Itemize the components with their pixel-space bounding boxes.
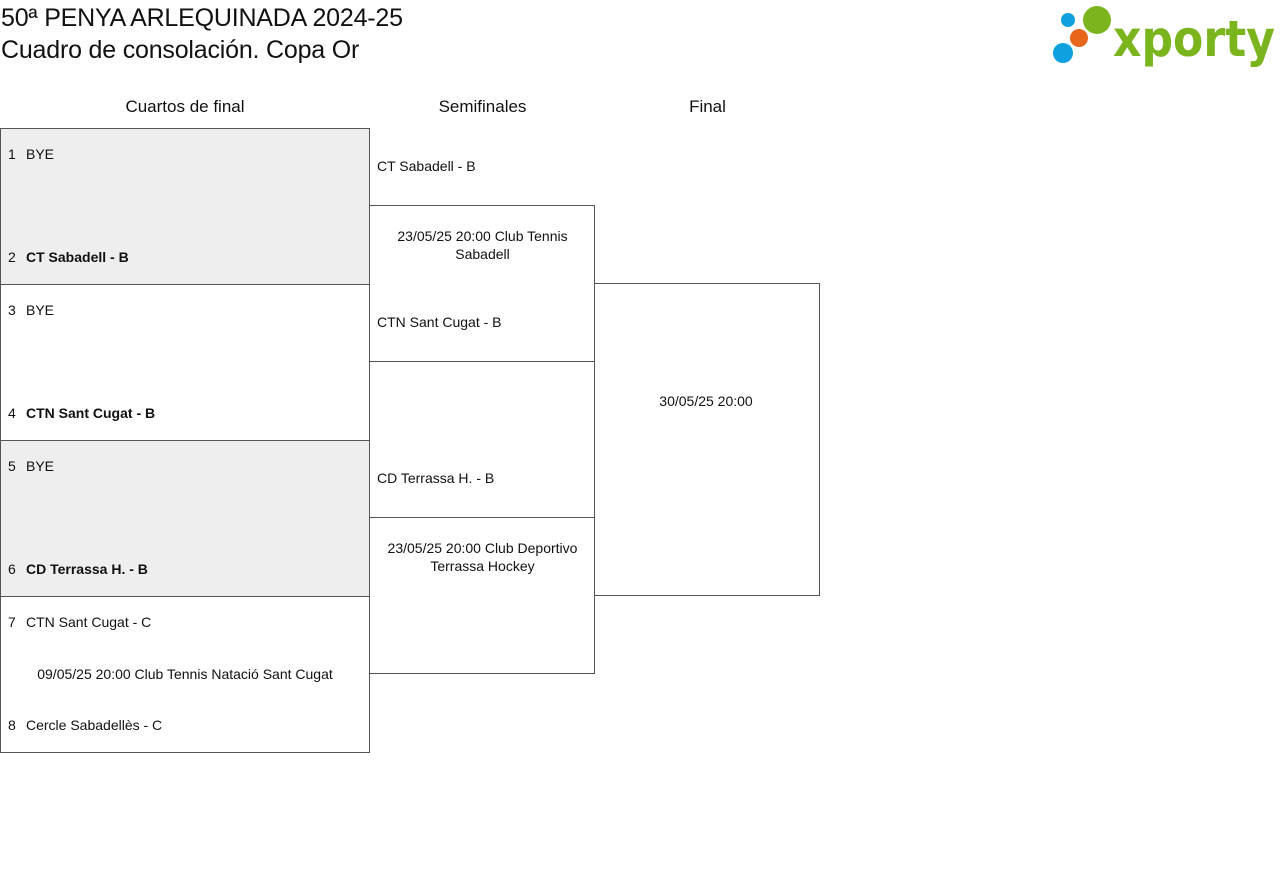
- logo-dot-green: [1083, 6, 1111, 34]
- logo-dot-orange: [1070, 29, 1088, 47]
- quarterfinal-match-3: [0, 440, 370, 597]
- seed-number: 6: [8, 561, 16, 577]
- round-header-final: Final: [689, 97, 726, 116]
- bracket-slot: 8 Cercle Sabadellès - C: [8, 716, 162, 734]
- semifinal-team: CT Sabadell - B: [377, 158, 476, 174]
- seed-number: 4: [8, 405, 16, 421]
- page-title: 50ª PENYA ARLEQUINADA 2024-25: [1, 4, 403, 32]
- seed-number: 7: [8, 614, 16, 630]
- team-name: Cercle Sabadellès - C: [26, 717, 163, 733]
- semifinal-team: CTN Sant Cugat - B: [377, 314, 502, 330]
- quarterfinal-match-1: [0, 128, 370, 285]
- team-name: CT Sabadell - B: [26, 249, 129, 265]
- team-name: CTN Sant Cugat - C: [26, 614, 152, 630]
- team-name: BYE: [26, 302, 55, 318]
- final-match: [594, 283, 820, 596]
- bracket-slot: 1 BYE: [8, 145, 54, 163]
- xporty-logo: xporty: [1050, 4, 1278, 68]
- logo-text: xporty: [1113, 10, 1275, 68]
- seed-number: 2: [8, 249, 16, 265]
- bracket-slot: 5 BYE: [8, 457, 54, 475]
- bracket-slot: 6 CD Terrassa H. - B: [8, 560, 148, 578]
- bracket-slot: 7 CTN Sant Cugat - C: [8, 613, 151, 631]
- bracket-slot: 4 CTN Sant Cugat - B: [8, 404, 155, 422]
- bracket-slot: 2 CT Sabadell - B: [8, 248, 129, 266]
- match-info: 23/05/25 20:00 Club Tennis Sabadell: [397, 228, 568, 262]
- team-name: BYE: [26, 458, 55, 474]
- round-header-semifinals: Semifinales: [438, 97, 527, 116]
- bracket-slot: 3 BYE: [8, 301, 54, 319]
- match-info: 23/05/25 20:00 Club Deportivo Terrassa H…: [387, 540, 578, 574]
- seed-number: 8: [8, 717, 16, 733]
- team-name: BYE: [26, 146, 55, 162]
- page-subtitle: Cuadro de consolación. Copa Or: [1, 36, 360, 64]
- team-name: CTN Sant Cugat - B: [26, 405, 156, 421]
- logo-dot-blue-large: [1053, 43, 1073, 63]
- team-name: CD Terrassa H. - B: [26, 561, 148, 577]
- match-info: 09/05/25 20:00 Club Tennis Natació Sant …: [37, 666, 333, 682]
- seed-number: 1: [8, 146, 16, 162]
- final-match-info: 30/05/25 20:00: [659, 393, 753, 409]
- semifinal-team: CD Terrassa H. - B: [377, 470, 495, 486]
- seed-number: 3: [8, 302, 16, 318]
- quarterfinal-match-4: [0, 596, 370, 753]
- seed-number: 5: [8, 458, 16, 474]
- round-header-quarterfinals: Cuartos de final: [125, 97, 245, 116]
- logo-dot-blue-small: [1061, 13, 1075, 27]
